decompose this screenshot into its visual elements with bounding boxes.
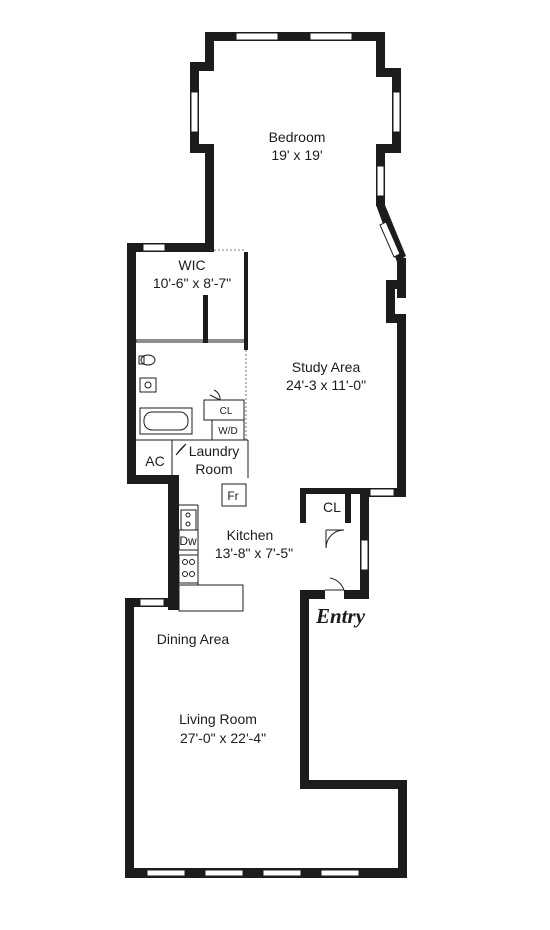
entry-closet-label: CL (323, 499, 341, 515)
living-room-size: 27'-0" x 22'-4" (180, 730, 266, 746)
study-name: Study Area (292, 359, 361, 375)
bedroom-size: 19' x 19' (271, 147, 322, 163)
wic-size: 10'-6" x 8'-7" (153, 275, 231, 291)
living-room-name: Living Room (179, 711, 257, 727)
wic-name: WIC (178, 257, 205, 273)
labels: Bedroom 19' x 19' WIC 10'-6" x 8'-7" Stu… (145, 129, 366, 746)
kitchen-sink-icon (180, 509, 197, 531)
dining-area-label: Dining Area (157, 631, 230, 647)
bath-closet-label: CL (220, 406, 233, 417)
kitchen-name: Kitchen (227, 527, 274, 543)
bathtub-icon (139, 407, 193, 435)
sink-icon (139, 377, 157, 393)
entry-label: Entry (315, 604, 366, 628)
doors (325, 529, 345, 591)
windows (139, 32, 401, 877)
bedroom-name: Bedroom (269, 129, 326, 145)
laundry-name-line2: Room (195, 461, 232, 477)
washer-dryer-label: W/D (218, 426, 237, 437)
ac-label: AC (145, 453, 164, 469)
stove-icon (178, 554, 199, 584)
toilet-icon (138, 354, 156, 366)
kitchen-size: 13'-8" x 7'-5" (215, 545, 293, 561)
kitchen-fixtures (178, 504, 244, 612)
dishwasher-label: Dw (179, 534, 197, 548)
fixtures (135, 249, 249, 507)
fridge-label: Fr (227, 489, 238, 503)
walls (125, 32, 407, 878)
study-size: 24'-3 x 11'-0" (286, 377, 366, 393)
laundry-name-line1: Laundry (189, 443, 240, 459)
